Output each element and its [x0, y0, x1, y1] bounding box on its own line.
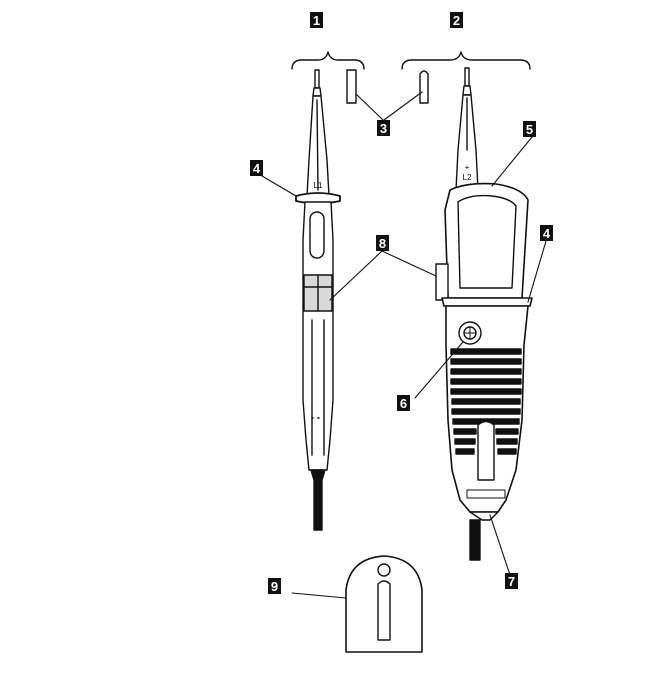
marking-plus: + — [465, 163, 470, 172]
svg-text:1: 1 — [313, 13, 320, 28]
callout-3: 3 — [377, 120, 390, 136]
callout-9: 9 — [268, 578, 281, 594]
diagram-panel — [236, 0, 616, 683]
bracket-1 — [291, 51, 365, 70]
svg-text:4: 4 — [543, 226, 551, 241]
callout-5: 5 — [523, 121, 536, 137]
callout-4-left: 4 — [250, 160, 263, 176]
callout-8: 8 — [376, 235, 389, 251]
svg-text:5: 5 — [526, 122, 533, 137]
tip-cap-right — [419, 70, 429, 104]
svg-text:3: 3 — [380, 121, 387, 136]
svg-text:2: 2 — [453, 13, 460, 28]
marking-l2: L2 — [463, 173, 472, 182]
callout-2: 2 — [450, 12, 463, 28]
callout-6: 6 — [397, 395, 410, 411]
svg-text:7: 7 — [508, 574, 515, 589]
callout-7: 7 — [505, 573, 518, 589]
bracket-2 — [401, 51, 531, 70]
probe-l1 — [295, 69, 341, 531]
svg-text:6: 6 — [400, 396, 407, 411]
tip-cap-left — [346, 69, 357, 104]
marking-l1: L1 — [314, 181, 323, 190]
callout-1: 1 — [310, 12, 323, 28]
svg-text:4: 4 — [253, 161, 261, 176]
leader-lines — [261, 91, 547, 599]
main-unit-l2 — [435, 67, 533, 561]
svg-text:9: 9 — [271, 579, 278, 594]
callout-4-right: 4 — [540, 225, 553, 241]
svg-text:8: 8 — [379, 236, 386, 251]
holster — [345, 555, 423, 653]
